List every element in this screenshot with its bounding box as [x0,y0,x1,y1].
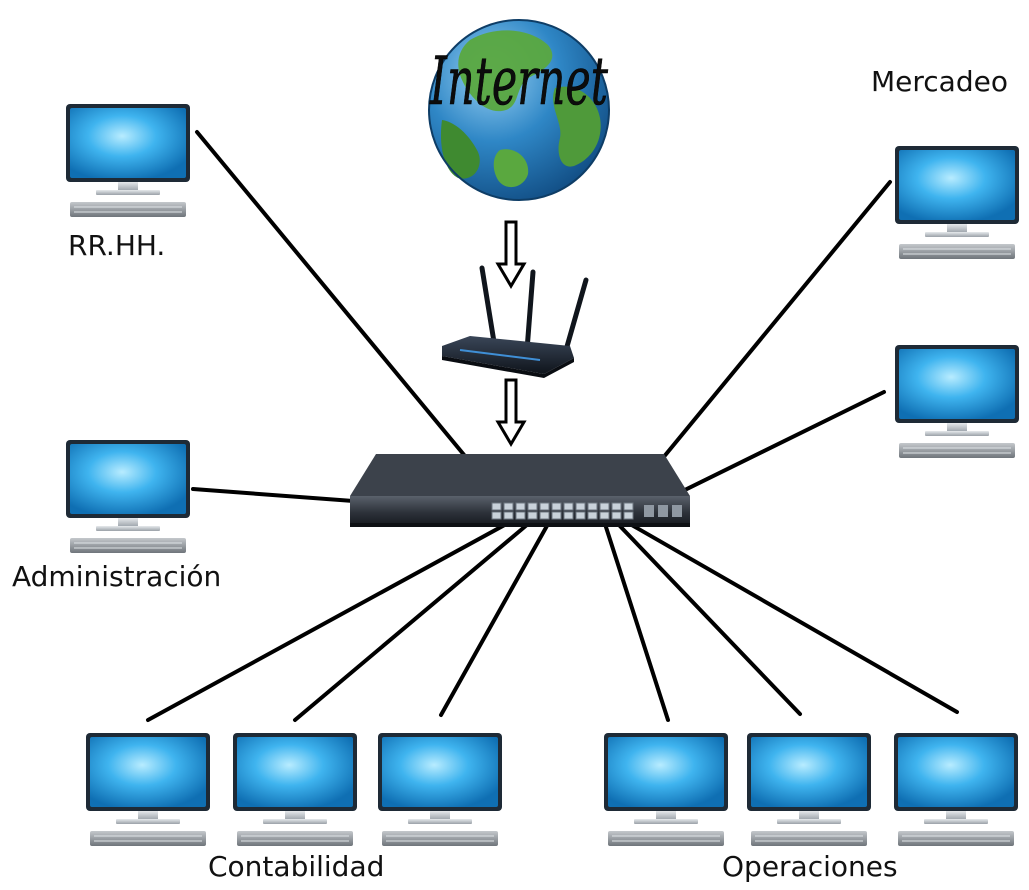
computer-icon-administracion [65,439,191,554]
computer-icon-contabilidad-2 [232,732,358,847]
cable-contabilidad-2 [293,522,530,722]
arrow-down-icon [496,378,526,446]
computer-icon-operaciones-3 [893,732,1019,847]
label-administracion: Administración [12,560,221,593]
cable-contabilidad-3 [439,522,550,717]
cable-mercadeo-1 [623,180,892,506]
computer-icon-mercadeo-2 [894,344,1020,459]
router-icon [442,265,589,378]
computer-icon-operaciones-1 [603,732,729,847]
cable-contabilidad-1 [146,520,512,722]
computer-icon-contabilidad-3 [377,732,503,847]
computer-icon-rrhh [65,103,191,218]
cable-rrhh [195,130,505,504]
label-contabilidad: Contabilidad [208,850,384,883]
cable-operaciones-1 [603,522,670,722]
computer-icon-operaciones-2 [746,732,872,847]
cables [146,130,959,722]
label-operaciones: Operaciones [722,850,898,883]
cable-operaciones-3 [628,522,959,714]
label-mercadeo: Mercadeo [871,65,1008,98]
computer-icon-mercadeo-1 [894,145,1020,260]
computer-icon-contabilidad-1 [85,732,211,847]
cable-operaciones-2 [616,522,802,716]
globe-icon: Internet [428,19,610,201]
switch-icon [350,454,690,527]
internet-label: Internet [429,43,608,120]
arrow-down-icon [496,220,526,288]
label-rrhh: RR.HH. [68,229,165,262]
